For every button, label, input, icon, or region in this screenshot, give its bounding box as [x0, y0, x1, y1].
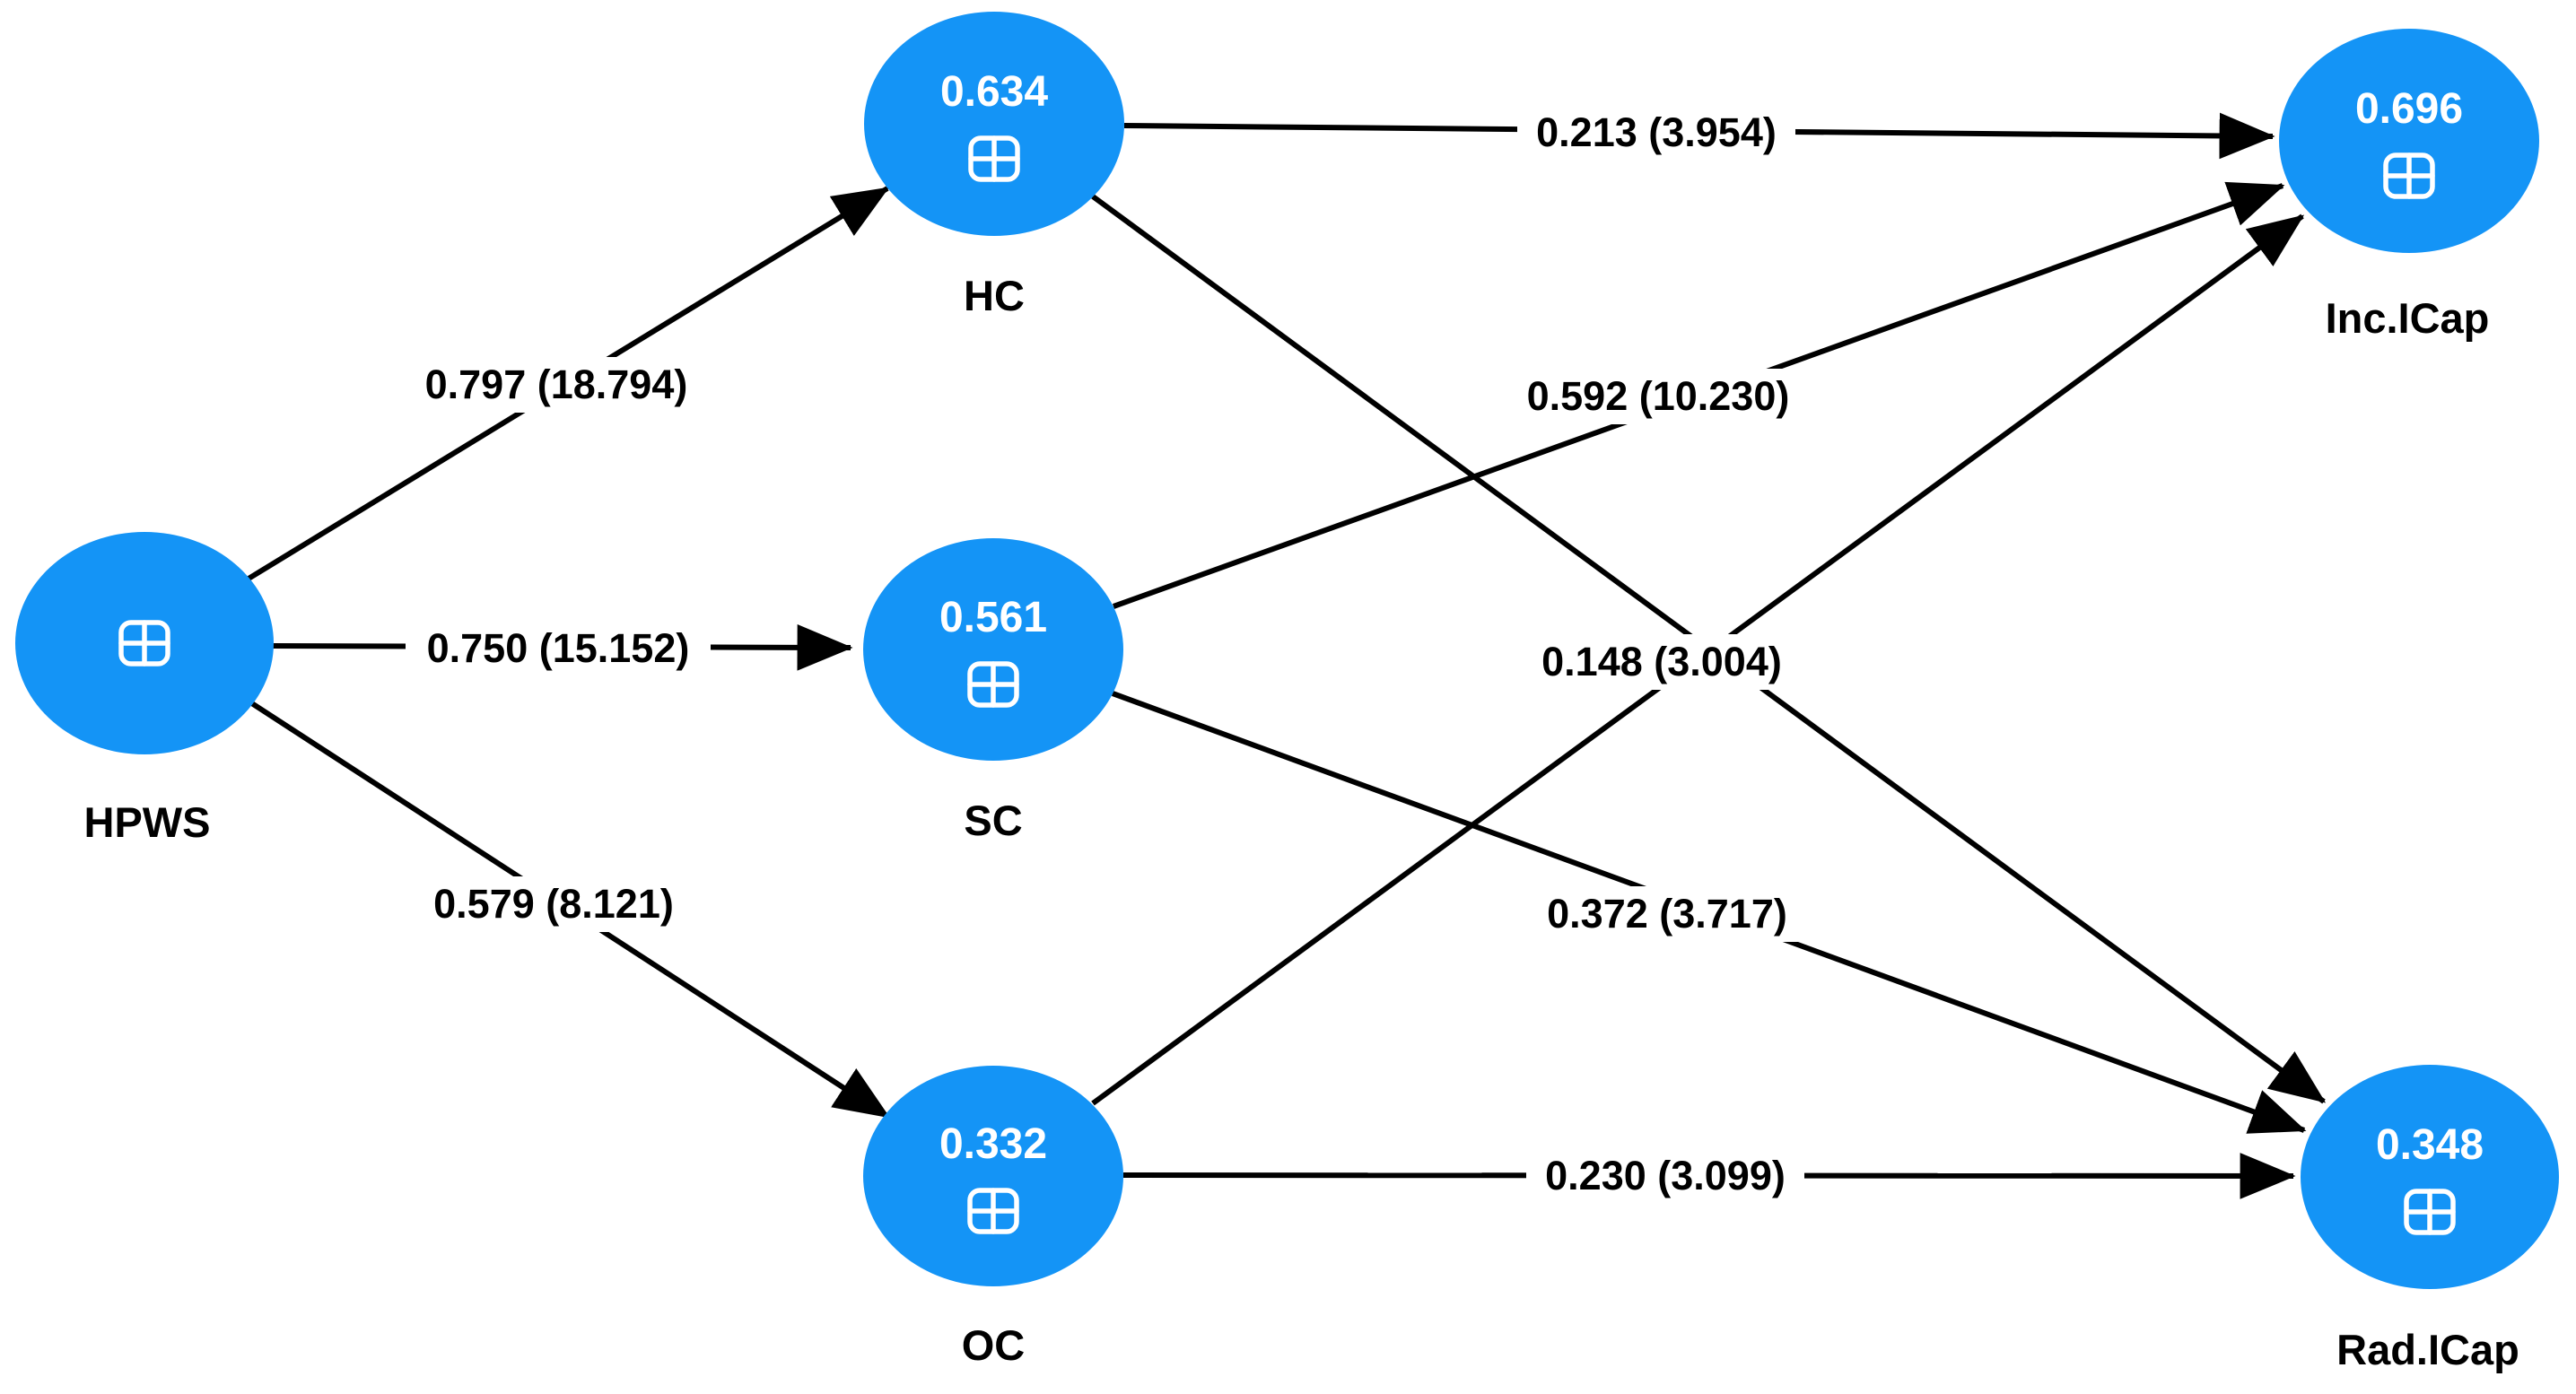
edge-labels: 0.797 (18.794) 0.750 (15.152) 0.579 (8.1…	[404, 105, 1811, 1204]
r-squared-value: 0.348	[2376, 1121, 2484, 1169]
latent-variable-ellipse[interactable]	[863, 538, 1123, 761]
path-coefficient: 0.579 (8.121)	[433, 881, 674, 927]
label-backdrop	[1528, 886, 1806, 942]
path-coefficient: 0.750 (15.152)	[427, 625, 690, 671]
path-coefficient: 0.372 (3.717)	[1547, 891, 1787, 937]
edge-label-hc-incicap: 0.213 (3.954)	[1517, 105, 1795, 161]
node-name-label: HPWS	[84, 798, 211, 846]
node-name-label: Rad.ICap	[2336, 1326, 2519, 1373]
node-hpws[interactable]: HPWS	[15, 532, 274, 846]
r-squared-value: 0.332	[939, 1120, 1047, 1168]
node-oc[interactable]: 0.332 OC	[863, 1066, 1123, 1369]
edge-label-sc-radicap: 0.372 (3.717)	[1528, 886, 1806, 942]
latent-variable-ellipse[interactable]	[2279, 29, 2539, 253]
label-backdrop	[1526, 1148, 1804, 1204]
r-squared-value: 0.696	[2355, 85, 2463, 133]
node-name-label: SC	[964, 797, 1022, 844]
latent-variable-ellipse[interactable]	[863, 1066, 1123, 1286]
latent-variable-ellipse[interactable]	[2301, 1065, 2559, 1289]
node-incicap[interactable]: 0.696 Inc.ICap	[2279, 29, 2539, 342]
path-coefficient: 0.592 (10.230)	[1527, 373, 1790, 419]
label-backdrop	[406, 621, 711, 676]
label-backdrop	[404, 357, 709, 413]
edge-label-hpws-sc: 0.750 (15.152)	[406, 621, 711, 676]
edge-label-oc-incicap: 0.148 (3.004)	[1523, 634, 1801, 690]
node-radicap[interactable]: 0.348 Rad.ICap	[2301, 1065, 2559, 1373]
nodes: HPWS 0.634 HC 0.561 SC	[15, 12, 2559, 1373]
edge-label-oc-radicap: 0.230 (3.099)	[1526, 1148, 1804, 1204]
node-name-label: HC	[964, 272, 1025, 319]
edge-label-hpws-hc: 0.797 (18.794)	[404, 357, 709, 413]
label-backdrop	[415, 876, 693, 932]
path-coefficient: 0.797 (18.794)	[425, 362, 688, 407]
path-coefficient: 0.148 (3.004)	[1541, 639, 1782, 684]
node-hc[interactable]: 0.634 HC	[864, 12, 1124, 319]
plus-icon[interactable]	[967, 661, 1019, 708]
node-name-label: Inc.ICap	[2326, 294, 2490, 342]
r-squared-value: 0.561	[939, 594, 1047, 641]
r-squared-value: 0.634	[940, 68, 1048, 116]
path-coefficient: 0.213 (3.954)	[1536, 109, 1777, 155]
edge-label-hpws-oc: 0.579 (8.121)	[415, 876, 693, 932]
label-backdrop	[1506, 369, 1811, 424]
node-name-label: OC	[962, 1321, 1026, 1369]
plus-icon[interactable]	[118, 620, 170, 667]
node-sc[interactable]: 0.561 SC	[863, 538, 1123, 844]
label-backdrop	[1523, 634, 1801, 690]
latent-variable-ellipse[interactable]	[864, 12, 1124, 236]
plus-icon[interactable]	[2383, 152, 2435, 199]
plus-icon[interactable]	[967, 1188, 1019, 1234]
label-backdrop	[1517, 105, 1795, 161]
plus-icon[interactable]	[2404, 1189, 2456, 1235]
plus-icon[interactable]	[968, 135, 1020, 182]
edge-label-sc-incicap: 0.592 (10.230)	[1506, 369, 1811, 424]
path-coefficient: 0.230 (3.099)	[1545, 1153, 1786, 1198]
